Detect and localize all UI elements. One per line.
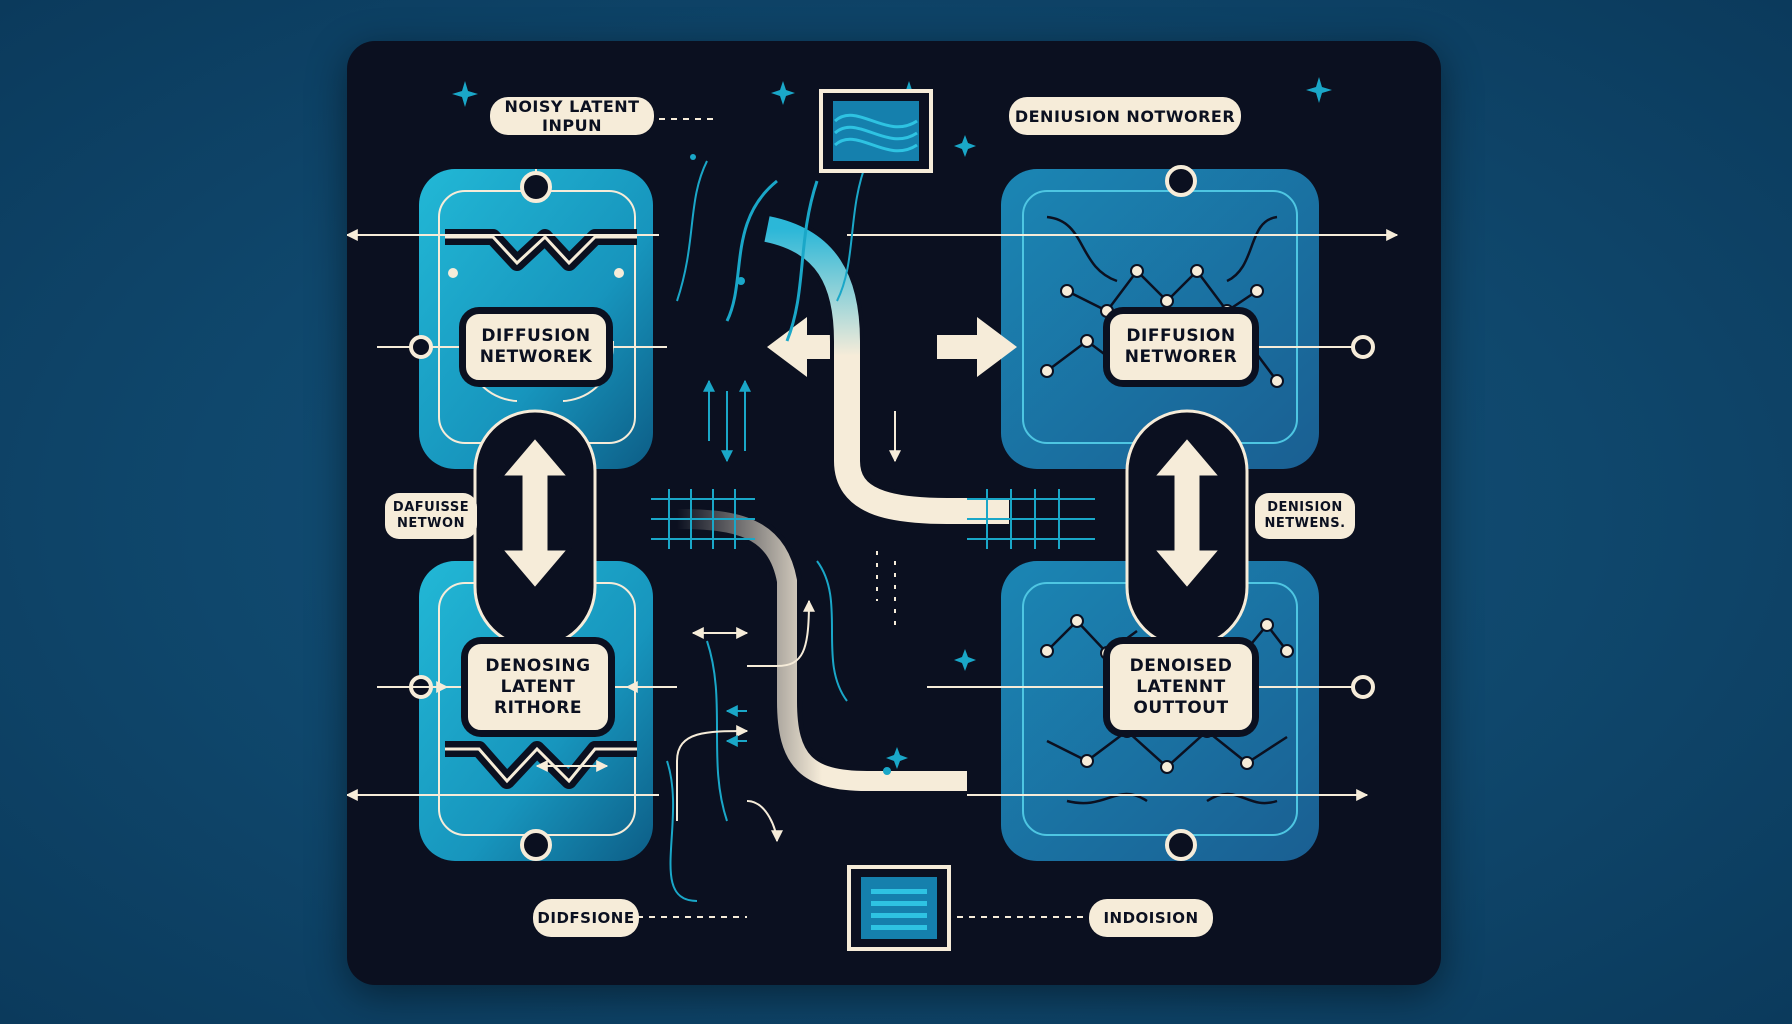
vertical-double-arrows — [473, 409, 1249, 649]
side-label-left: DAFUISSE NETWON — [385, 493, 477, 539]
wave-monitor-icon — [819, 89, 933, 173]
footer-label-left: DIDFSIONE — [533, 899, 639, 937]
footer-label-right: INDOISION — [1089, 899, 1213, 937]
diagram-board: NOISY LATENT INPUN DENIUSION NOTWORER DI… — [347, 41, 1441, 985]
node-denoising-latent: DENOSING LATENT RITHORE — [465, 641, 611, 733]
center-flow — [666, 160, 1009, 902]
ring-nodes — [409, 165, 1375, 861]
bars-monitor-icon — [847, 865, 951, 951]
small-arrows — [403, 379, 901, 843]
side-label-right: DENISION NETWENS. — [1255, 493, 1355, 539]
noisy-latent-input-label: NOISY LATENT INPUN — [490, 97, 654, 135]
denoising-network-label: DENIUSION NOTWORER — [1009, 97, 1241, 135]
node-denoised-latent-output: DENOISED LATENNT OUTTOUT — [1107, 641, 1255, 733]
grid-hatches — [651, 489, 1095, 549]
horizontal-double-arrow — [767, 317, 1017, 377]
node-diffusion-network-right: DIFFUSION NETWORER — [1107, 311, 1255, 383]
node-diffusion-network-left: DIFFUSION NETWOREK — [463, 311, 609, 383]
